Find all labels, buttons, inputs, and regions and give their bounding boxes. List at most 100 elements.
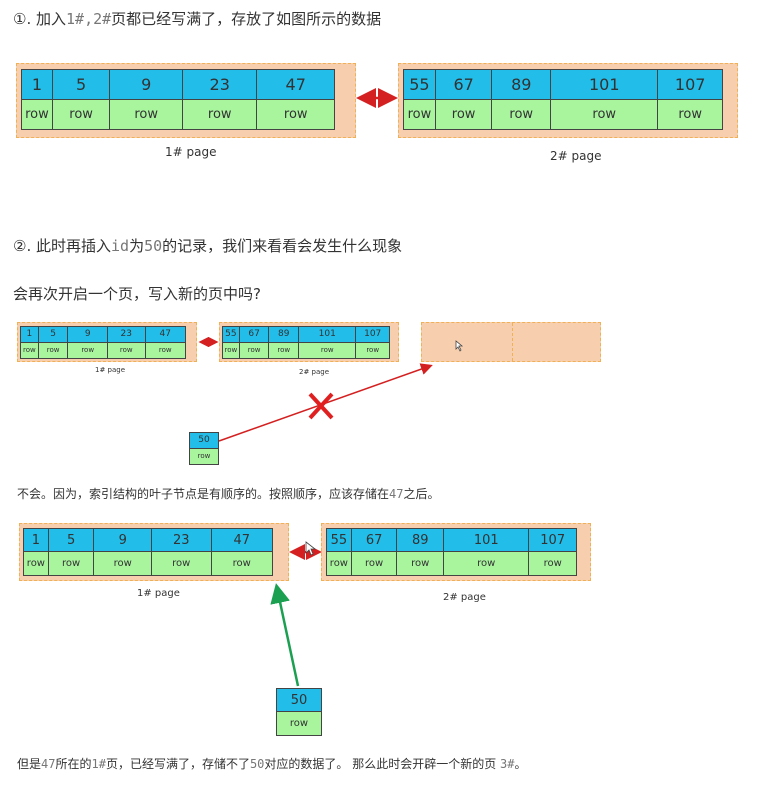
diagram3-page1-records: 1 5 9 23 47 row row row row row xyxy=(23,528,273,576)
key-cell: 23 xyxy=(151,529,212,552)
row-cell: row xyxy=(404,99,436,129)
conclusion-text: 但是47所在的1#页，已经写满了，存储不了50对应的数据了。 那么此时会开辟一个… xyxy=(17,755,527,772)
code-page-1: 1# xyxy=(91,757,106,771)
key-cell: 55 xyxy=(404,70,436,100)
code-47: 47 xyxy=(389,487,404,501)
row-cell: row xyxy=(151,552,212,575)
section-2-question: 会再次开启一个页，写入新的页中吗? xyxy=(13,285,261,303)
key-cell: 47 xyxy=(145,327,185,343)
code-50: 50 xyxy=(249,757,265,771)
row-cell: row xyxy=(269,342,300,358)
row-cell: row xyxy=(110,99,183,129)
code-comma: , xyxy=(84,10,94,28)
conclusion-text-part: 所在的 xyxy=(55,757,92,771)
code-50: 50 xyxy=(144,237,163,255)
row-cell: row xyxy=(52,99,111,129)
row-cell: row xyxy=(529,552,577,575)
row-cell: row xyxy=(190,448,218,464)
code-page-1: 1# xyxy=(66,10,85,28)
diagram2-new-page xyxy=(421,322,601,362)
conclusion-text-part: 对应的数据了。 那么此时会开辟一个新的页 xyxy=(264,757,501,771)
row-cell: row xyxy=(435,99,493,129)
code-id: id xyxy=(111,237,130,255)
row-cell: row xyxy=(48,552,95,575)
diagram3-page2-records: 55 67 89 101 107 row row row row row xyxy=(326,528,577,576)
red-x-icon xyxy=(308,392,334,420)
row-cell: row xyxy=(107,342,146,358)
diagram1-page1-caption: 1# page xyxy=(165,145,217,159)
conclusion-text-part: 页，已经写满了，存储不了 xyxy=(105,757,250,771)
key-cell: 67 xyxy=(239,327,270,343)
code-page-3: 3# xyxy=(500,757,515,771)
key-cell: 107 xyxy=(356,327,389,343)
row-cell: row xyxy=(24,552,49,575)
key-cell: 9 xyxy=(110,70,183,100)
heading-text: 为 xyxy=(129,237,145,255)
key-cell: 67 xyxy=(351,529,398,552)
row-cell: row xyxy=(239,342,270,358)
code-47: 47 xyxy=(41,757,56,771)
row-cell: row xyxy=(277,712,321,735)
row-cell: row xyxy=(38,342,69,358)
diagram1-page2-records: 55 67 89 101 107 row row row row row xyxy=(403,69,723,130)
key-cell: 89 xyxy=(269,327,300,343)
row-cell: row xyxy=(444,552,530,575)
key-cell: 101 xyxy=(551,70,659,100)
diagram1-page2-caption: 2# page xyxy=(550,149,602,163)
row-cell: row xyxy=(299,342,357,358)
row-cell: row xyxy=(94,552,152,575)
key-cell: 5 xyxy=(48,529,95,552)
conclusion-text-part: 但是 xyxy=(17,757,42,771)
diagram2-page1-caption: 1# page xyxy=(95,366,126,374)
row-cell: row xyxy=(356,342,389,358)
answer-text-part: 不会。因为，索引结构的叶子节点是有顺序的。按照顺序，应该存储在 xyxy=(17,487,390,501)
answer-text-part: 之后。 xyxy=(403,487,440,501)
diagram3-page1-caption: 1# page xyxy=(137,588,180,599)
key-cell: 101 xyxy=(299,327,357,343)
section-2-heading: ②. 此时再插入id为50的记录，我们来看看会发生什么现象 xyxy=(13,235,402,256)
section-1-marker: ①. xyxy=(13,10,36,28)
code-page-2: 2# xyxy=(93,10,112,28)
key-cell: 47 xyxy=(257,70,334,100)
key-cell: 107 xyxy=(658,70,722,100)
row-cell: row xyxy=(182,99,258,129)
row-cell: row xyxy=(211,552,272,575)
key-cell: 55 xyxy=(327,529,352,552)
key-cell: 5 xyxy=(52,70,111,100)
row-cell: row xyxy=(145,342,185,358)
key-cell: 5 xyxy=(38,327,69,343)
heading-text: 页都已经写满了，存放了如图所示的数据 xyxy=(111,10,382,28)
key-cell: 47 xyxy=(211,529,272,552)
key-cell: 1 xyxy=(24,529,49,552)
row-cell: row xyxy=(22,99,53,129)
diagram2-page2-records: 55 67 89 101 107 row row row row row xyxy=(222,326,390,359)
row-cell: row xyxy=(658,99,722,129)
diagram1-page1-records: 1 5 9 23 47 row row row row row xyxy=(21,69,335,130)
section-2-marker: ②. xyxy=(13,237,36,255)
key-cell: 1 xyxy=(22,70,53,100)
diagram2-new-record: 50 row xyxy=(189,432,219,465)
key-cell: 107 xyxy=(529,529,577,552)
heading-text: 此时再插入 xyxy=(35,237,111,255)
row-cell: row xyxy=(397,552,445,575)
answer-text: 不会。因为，索引结构的叶子节点是有顺序的。按照顺序，应该存储在47之后。 xyxy=(17,485,439,502)
arrow-icon xyxy=(270,583,300,687)
section-1-heading: ①. 加入1#,2#页都已经写满了，存放了如图所示的数据 xyxy=(13,8,381,29)
row-cell: row xyxy=(492,99,552,129)
heading-text: 的记录，我们来看看会发生什么现象 xyxy=(162,237,403,255)
key-cell: 101 xyxy=(444,529,530,552)
mouse-cursor-icon xyxy=(305,541,317,556)
key-cell: 50 xyxy=(277,689,321,712)
key-cell: 89 xyxy=(397,529,445,552)
row-cell: row xyxy=(551,99,659,129)
key-cell: 9 xyxy=(94,529,152,552)
row-cell: row xyxy=(21,342,39,358)
key-cell: 50 xyxy=(190,433,218,449)
conclusion-text-part: 。 xyxy=(514,757,527,771)
key-cell: 9 xyxy=(68,327,108,343)
row-cell: row xyxy=(327,552,352,575)
diagram3-page2-caption: 2# page xyxy=(443,592,486,603)
mouse-cursor-icon xyxy=(455,340,464,352)
diagram2-page2-caption: 2# page xyxy=(299,368,330,376)
